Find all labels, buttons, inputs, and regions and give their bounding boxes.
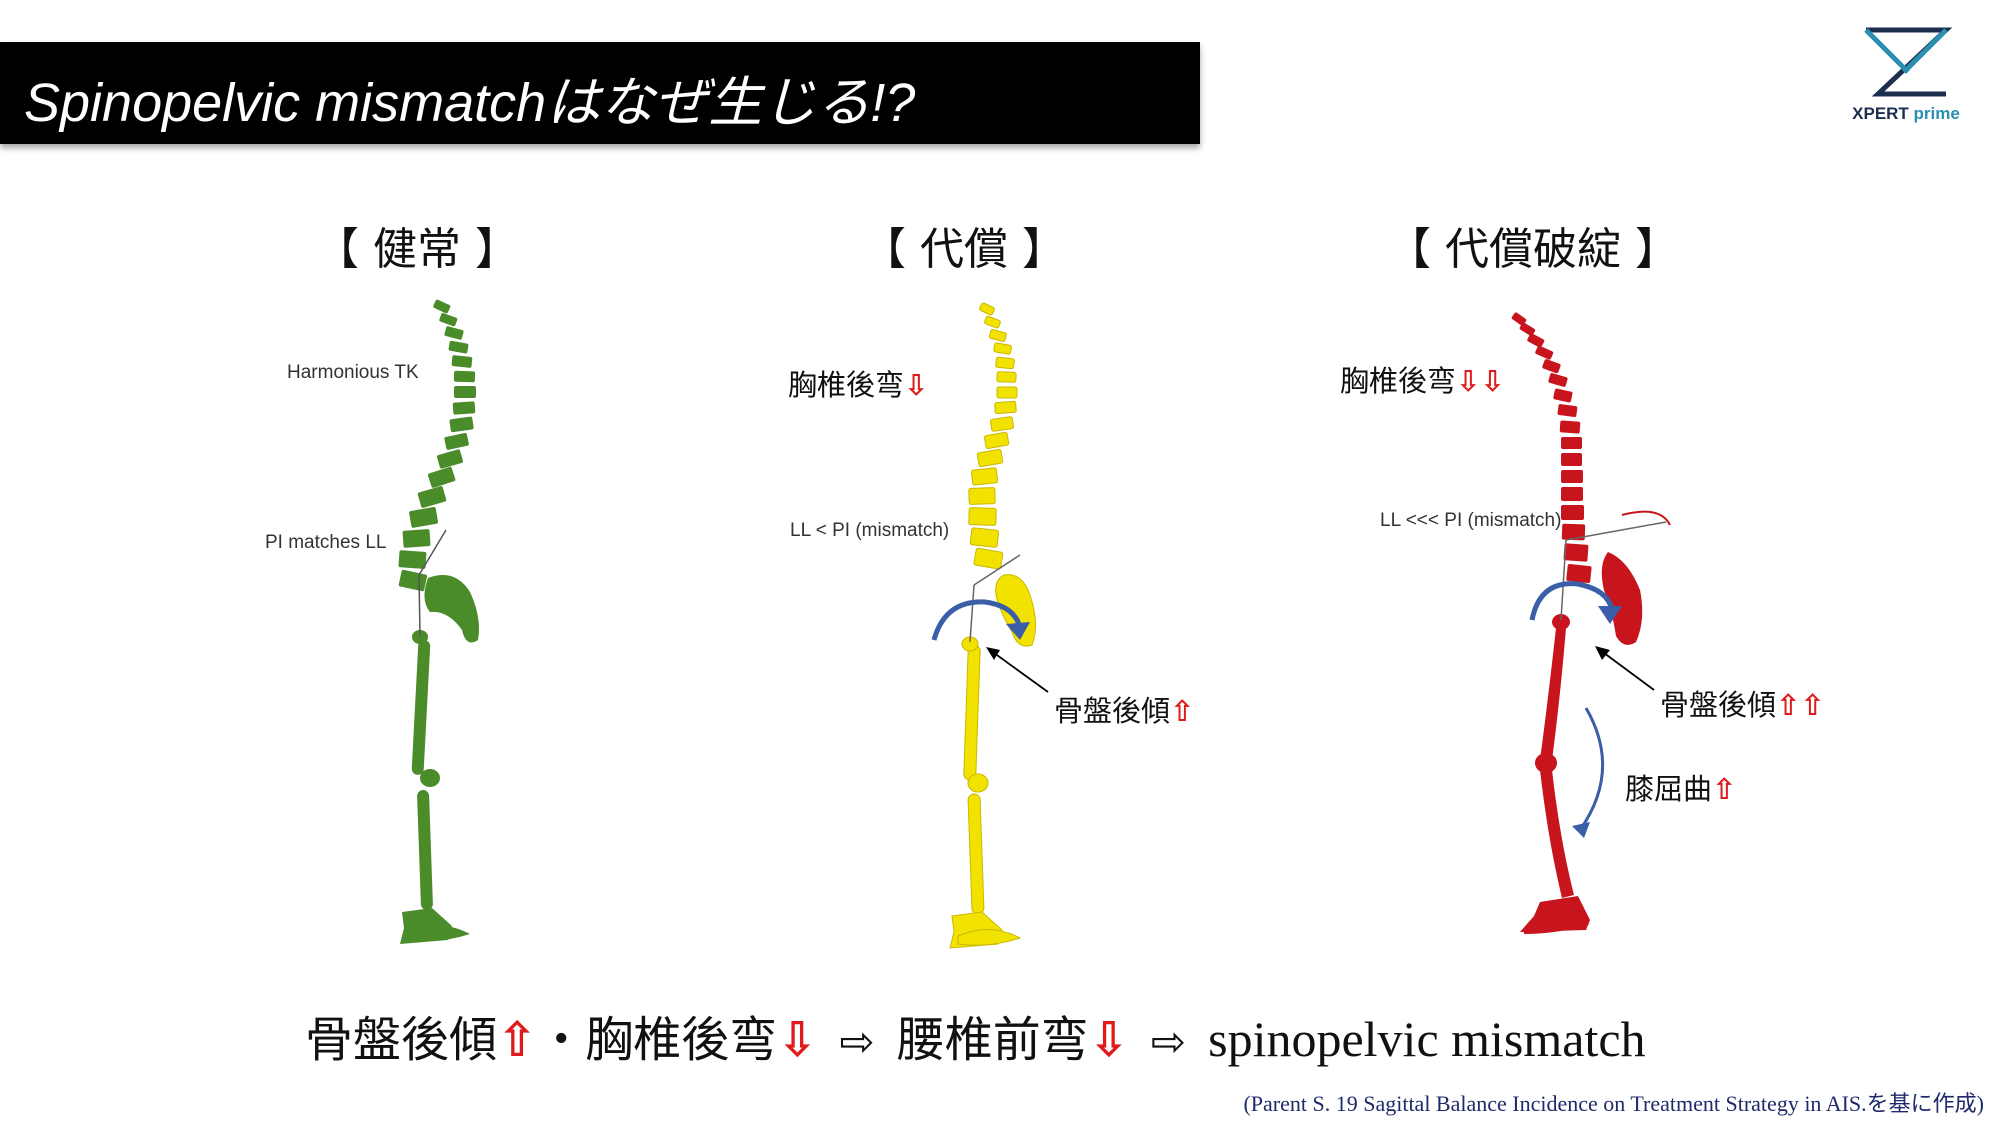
citation: (Parent S. 19 Sagittal Balance Incidence… (1243, 1091, 1984, 1116)
skeleton-normal (398, 299, 479, 944)
pelvic-rotation-arrow-compensated (931, 599, 1023, 641)
heading-normal: 【 健常 】 (315, 224, 519, 275)
pelvis-normal (424, 575, 479, 643)
title-bar: Spinopelvic mismatchはなぜ生じる!? (0, 42, 1200, 144)
skeleton-figures (398, 299, 1671, 949)
summary-pelvic-tilt: 骨盤後傾 (305, 1012, 498, 1068)
down-arrow-icon: ⇩ (1088, 1012, 1129, 1068)
femur-decompensated (1540, 628, 1566, 760)
summary-thoracic-kyphosis: 胸椎後弯 (585, 1012, 778, 1068)
tibia-compensated (967, 793, 985, 915)
label-pi-matches-ll: PI matches LL (265, 532, 387, 553)
knee-flexion-text: 膝屈曲 (1625, 772, 1713, 806)
pelvic-tilt-text: 骨盤後傾 (1054, 694, 1171, 728)
pelvic-tilt-text: 骨盤後傾 (1660, 688, 1777, 722)
heading-decompensated: 【 代償破綻 】 (1387, 224, 1679, 275)
spine-compensated (968, 302, 1018, 570)
implies-arrow-icon: ⇨ (1150, 1017, 1187, 1066)
summary-separator: ・ (537, 1012, 586, 1068)
skeleton-decompensated (1511, 312, 1671, 934)
logo-text: XPERT prime (1848, 104, 1964, 124)
skeleton-compensated (949, 302, 1036, 949)
label-pelvic-tilt-compensated: 骨盤後傾⇧ (1054, 688, 1194, 730)
label-harmonious-tk: Harmonious TK (287, 362, 419, 383)
summary-line: 骨盤後傾⇧・胸椎後弯⇩⇨腰椎前弯⇩⇨spinopelvic mismatch (305, 1000, 1646, 1070)
pelvis-decompensated (1601, 552, 1643, 645)
up-arrow-icon: ⇧ (1712, 772, 1737, 806)
tibia-normal (417, 790, 433, 910)
slide-title: Spinopelvic mismatchはなぜ生じる!? (24, 73, 916, 133)
label-pelvic-tilt-decompensated: 骨盤後傾⇧⇧ (1660, 682, 1825, 724)
femur-compensated (963, 644, 981, 781)
heading-compensated: 【 代償 】 (862, 224, 1066, 275)
summary-lumbar-lordosis: 腰椎前弯 (896, 1012, 1089, 1068)
label-kyphosis-compensated: 胸椎後弯⇩ (788, 362, 928, 404)
x-mark-icon (1864, 27, 1953, 97)
logo-brand: XPERT (1852, 104, 1909, 123)
pelvis-compensated (995, 574, 1036, 647)
knee-flexion-arrow (1578, 707, 1604, 831)
spine-decompensated (1511, 312, 1592, 584)
spine-normal (398, 299, 476, 592)
implies-arrow-icon: ⇨ (839, 1017, 875, 1066)
femur-normal (411, 640, 431, 775)
up-arrow-icon: ⇧ (497, 1012, 538, 1068)
label-ll-mismatch: LL < PI (mismatch) (790, 520, 950, 541)
label-knee-flexion: 膝屈曲⇧ (1625, 766, 1736, 808)
pelvic-rotation-arrow-decompensated (1529, 581, 1615, 621)
logo-suffix: prime (1908, 104, 1960, 123)
kyphosis-text: 胸椎後弯 (788, 368, 905, 402)
label-kyphosis-decompensated: 胸椎後弯⇩⇩ (1340, 358, 1505, 400)
tibia-decompensated (1540, 770, 1574, 898)
xpert-prime-logo: XPERT prime (1848, 24, 1964, 128)
summary-result: spinopelvic mismatch (1208, 1011, 1646, 1067)
down-arrow-icon: ⇩ (777, 1012, 818, 1068)
double-down-arrow-icon: ⇩⇩ (1456, 364, 1505, 398)
kyphosis-text: 胸椎後弯 (1340, 364, 1457, 398)
down-arrow-icon: ⇩ (904, 368, 929, 402)
label-ll-severe-mismatch: LL <<< PI (mismatch) (1380, 510, 1562, 531)
up-arrow-icon: ⇧ (1170, 694, 1195, 728)
double-up-arrow-icon: ⇧⇧ (1776, 688, 1825, 722)
